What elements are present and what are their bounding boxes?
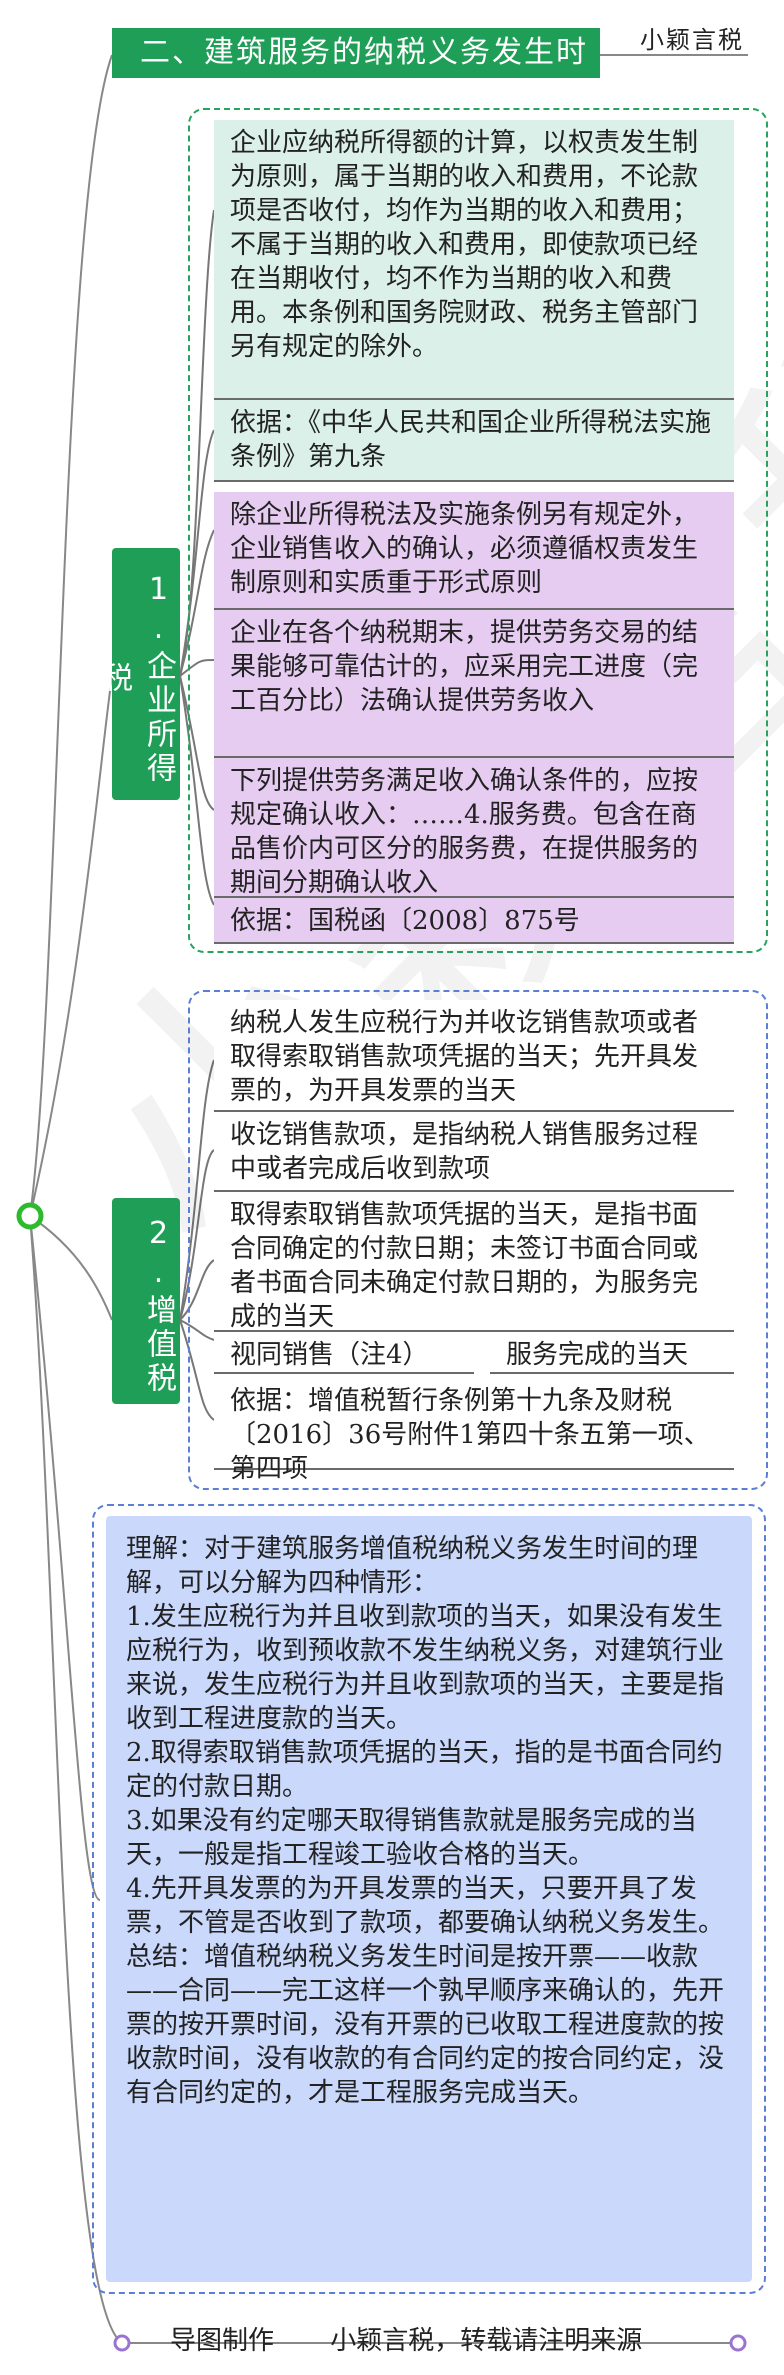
understanding-line-2: 1.发生应税行为并且收到款项的当天，如果没有发生应税行为，收到预收款不发生纳税义… (126, 1602, 725, 1734)
corporate-tax-node-4: 企业在各个纳税期末，提供劳务交易的结果能够可靠估计的，应采用完工进度（完工百分比… (214, 610, 734, 758)
vat-label: 2.增值税 (112, 1198, 180, 1404)
understanding-line-6: 总结：增值税纳税义务发生时间是按开票——收款——合同——完工这样一个孰早顺序来确… (126, 1942, 725, 2108)
vat-node-4: 视同销售（注4） (214, 1332, 474, 1374)
vat-node-6: 依据：增值税暂行条例第十九条及财税〔2016〕36号附件1第四十条五第一项、第四… (214, 1378, 734, 1484)
footer: 导图制作 小颖言税，转载请注明来源 (170, 2320, 690, 2357)
understanding-line-1: 理解：对于建筑服务增值税纳税义务发生时间的理解，可以分解为四种情形： (126, 1534, 699, 1598)
corporate-tax-node-1: 企业应纳税所得额的计算，以权责发生制为原则，属于当期的收入和费用，不论款项是否收… (214, 120, 734, 400)
understanding-group (92, 1504, 766, 2294)
vat-node-2: 收讫销售款项，是指纳税人销售服务过程中或者完成后收到款项 (214, 1112, 734, 1192)
corporate-tax-node-2: 依据：《中华人民共和国企业所得税法实施条例》第九条 (214, 400, 734, 482)
understanding-line-4: 3.如果没有约定哪天取得销售款就是服务完成的当天，一般是指工程竣工验收合格的当天… (126, 1806, 697, 1870)
corporate-tax-node-3: 除企业所得税法及实施条例另有规定外，企业销售收入的确认，必须遵循权责发生制原则和… (214, 492, 734, 610)
vat-node-3: 取得索取销售款项凭据的当天，是指书面合同确定的付款日期；未签订书面合同或者书面合… (214, 1192, 734, 1332)
footer-left: 导图制作 (170, 2326, 275, 2356)
vat-node-1: 纳税人发生应税行为并收讫销售款项或者取得索取销售款项凭据的当天；先开具发票的，为… (214, 1000, 734, 1112)
understanding-line-3: 2.取得索取销售款项凭据的当天，指的是书面合同约定的付款日期。 (126, 1738, 723, 1802)
corporate-tax-group (188, 108, 768, 953)
understanding-line-5: 4.先开具发票的为开具发票的当天，只要开具了发票，不管是否收到了款项，都要确认纳… (126, 1874, 725, 1938)
vat-group (188, 990, 768, 1490)
corporate-tax-node-6: 依据：国税函〔2008〕875号 (214, 898, 734, 944)
vat-node-5: 服务完成的当天 (490, 1332, 734, 1374)
understanding-box: 理解：对于建筑服务增值税纳税义务发生时间的理解，可以分解为四种情形： 1.发生应… (106, 1516, 752, 2282)
page-title: 二、建筑服务的纳税义务发生时间 (112, 28, 600, 120)
corporate-tax-node-5: 下列提供劳务满足收入确认条件的，应按规定确认收入：……4.服务费。包含在商品售价… (214, 758, 734, 898)
footer-right: 小颖言税，转载请注明来源 (330, 2326, 643, 2356)
corporate-tax-label: 1.企业所得税 (97, 548, 180, 800)
brand-name: 小颖言税 (640, 26, 744, 54)
brand-underline (600, 54, 748, 56)
